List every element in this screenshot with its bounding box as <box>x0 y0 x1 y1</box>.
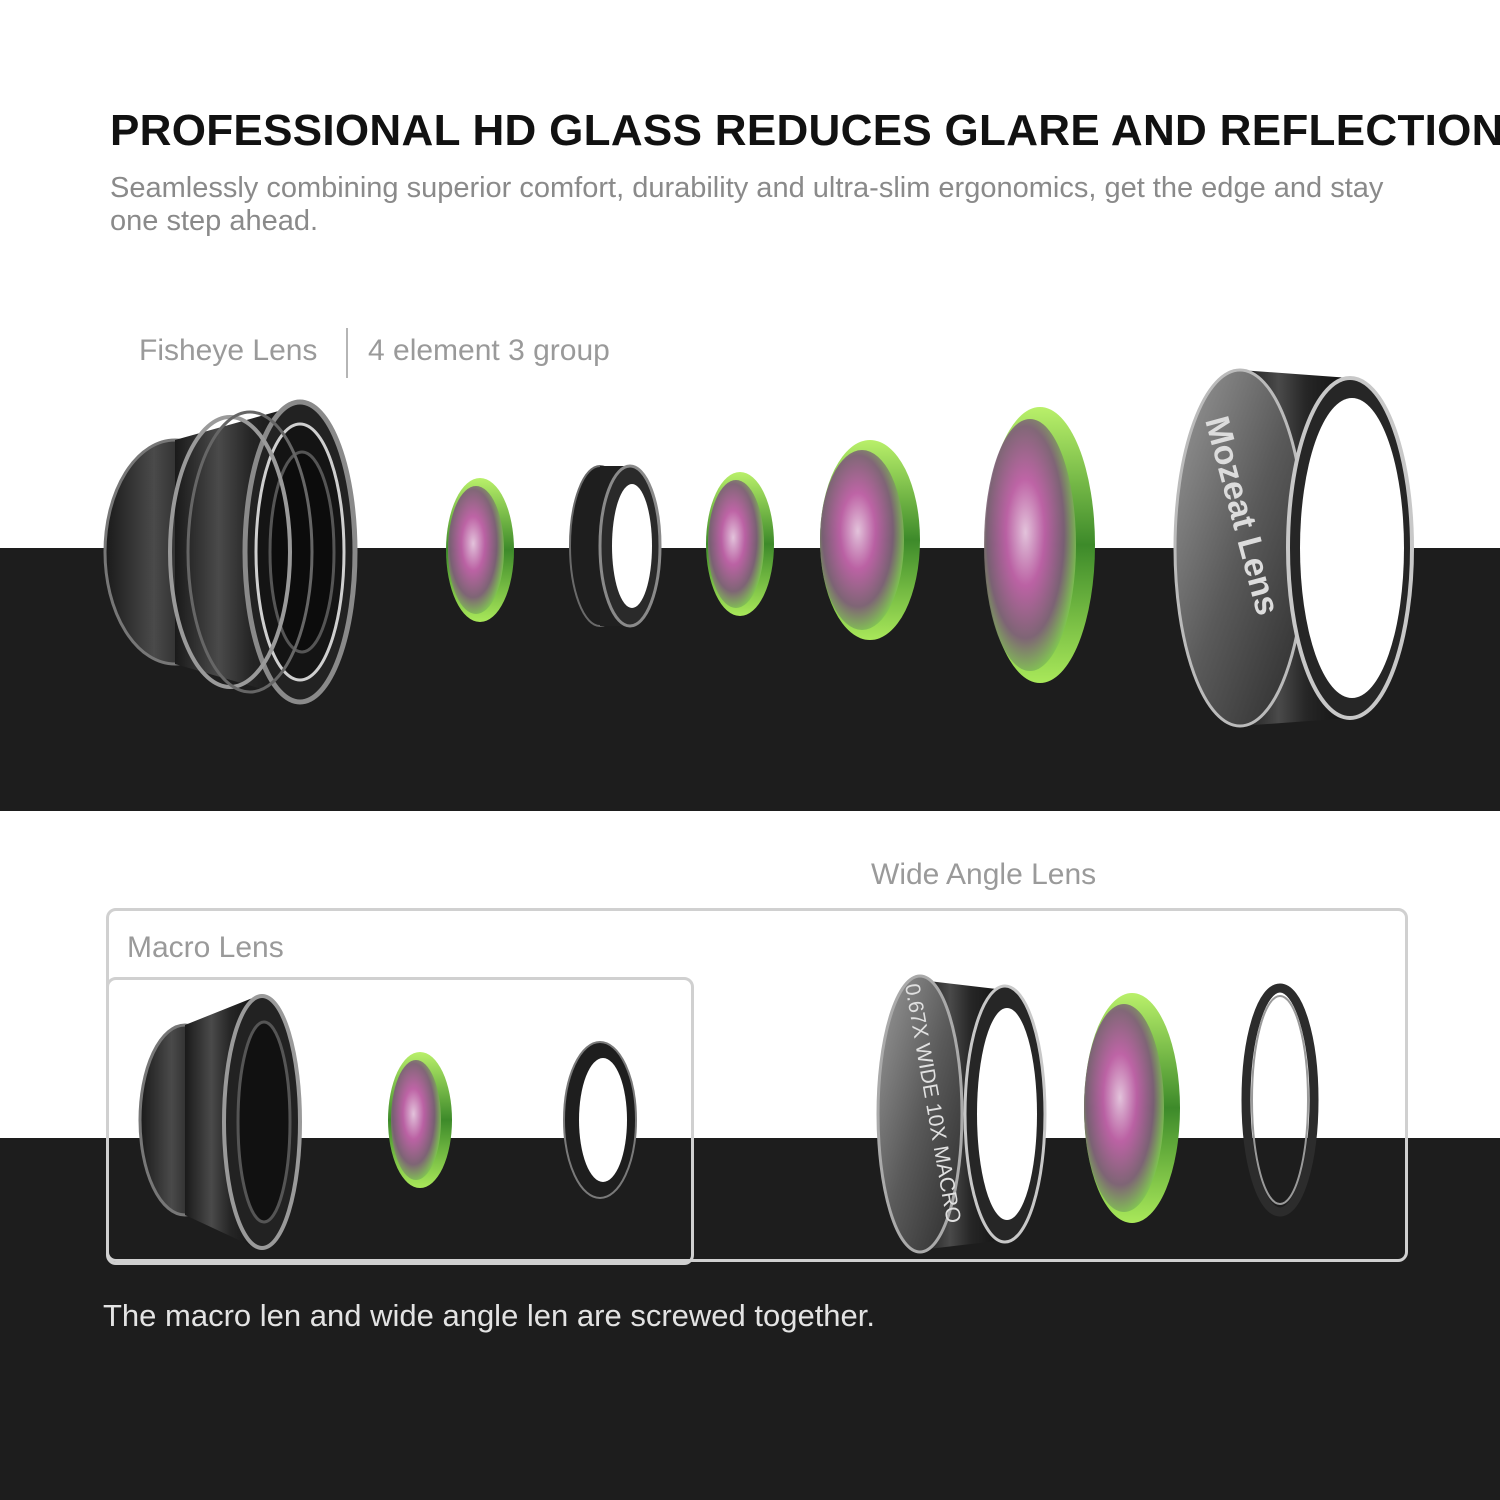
fisheye-front-ring: Mozeat Lens <box>1173 368 1414 728</box>
macro-glass-element <box>388 1052 452 1188</box>
macro-lens-label: Macro Lens <box>127 931 284 964</box>
wide-angle-glass-element <box>1084 993 1180 1223</box>
subheadline: Seamlessly combining superior comfort, d… <box>110 172 1384 237</box>
fisheye-lens-label: Fisheye Lens <box>139 334 318 367</box>
fisheye-spacer-ring <box>569 464 662 628</box>
label-divider <box>346 328 348 378</box>
fisheye-glass-element-4 <box>984 407 1095 683</box>
macro-lens-housing <box>138 994 302 1250</box>
wide-angle-retaining-ring <box>1241 983 1319 1217</box>
fisheye-glass-element-1 <box>446 478 514 622</box>
wide-angle-lens-housing: 0.67X WIDE 10X MACRO <box>876 974 1047 1254</box>
element-group-spec: 4 element 3 group <box>368 334 610 367</box>
fisheye-glass-element-2 <box>706 472 774 616</box>
macro-lens-frame <box>106 977 694 1265</box>
macro-thread-ring <box>563 1041 637 1199</box>
headline: PROFESSIONAL HD GLASS REDUCES GLARE AND … <box>110 106 1500 155</box>
fisheye-glass-element-3 <box>820 440 920 640</box>
assembly-footnote: The macro len and wide angle len are scr… <box>103 1298 876 1333</box>
wide-angle-lens-label: Wide Angle Lens <box>871 858 1097 891</box>
fisheye-lens-housing <box>103 399 358 705</box>
